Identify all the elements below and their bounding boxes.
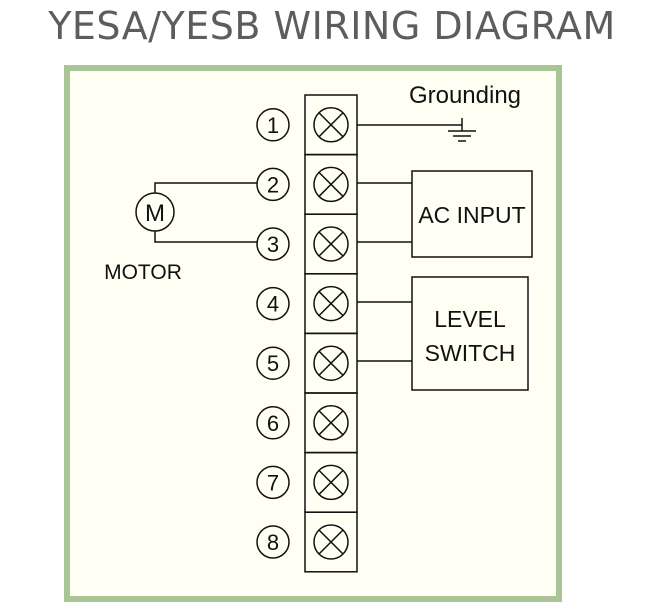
motor-wire-3: [154, 231, 257, 243]
screw-icon: [313, 524, 349, 560]
terminal-number: 4: [267, 292, 279, 317]
screw-icon: [313, 166, 349, 203]
screw-icon: [313, 464, 349, 501]
terminal-block: [304, 511, 358, 573]
screw-icon: [313, 226, 349, 262]
level-switch-label-line2: SWITCH: [425, 340, 516, 366]
terminal-number: 6: [267, 411, 279, 436]
terminal-number-circle: [256, 286, 290, 321]
grounding-label: Grounding: [409, 82, 521, 109]
ac-input-box: [411, 170, 533, 258]
level-switch-box: [411, 276, 529, 391]
ground-icon: [448, 118, 476, 142]
terminal-number: 2: [267, 172, 279, 197]
terminal-number-circle: [256, 465, 290, 500]
terminal-number: 1: [267, 113, 279, 138]
ac-input-label: AC INPUT: [418, 202, 525, 228]
motor-label: MOTOR: [104, 261, 182, 284]
terminal-number: 8: [267, 530, 279, 555]
diagram-title: YESA/YESB WIRING DIAGRAM: [48, 4, 616, 48]
terminal-1: 1: [256, 94, 358, 156]
motor-wire-2: [154, 182, 257, 193]
terminal-8: 8: [256, 511, 358, 573]
terminal-number-circle: [256, 167, 290, 202]
terminal-number-circle: [256, 227, 290, 261]
terminal-6: 6: [256, 392, 358, 454]
motor-symbol: M: [145, 200, 165, 227]
terminal-number-circle: [256, 525, 290, 559]
terminal-number: 5: [267, 351, 279, 376]
terminal-7: 7: [256, 451, 358, 513]
terminal-number: 3: [267, 232, 279, 257]
screw-icon: [313, 405, 349, 441]
screw-icon: [313, 285, 349, 322]
screw-icon: [313, 107, 349, 143]
terminal-number-circle: [256, 406, 290, 440]
terminal-2: 2: [256, 153, 358, 215]
level-switch-label-line1: LEVEL: [434, 306, 506, 332]
terminal-number: 7: [267, 470, 279, 495]
screw-icon: [313, 345, 349, 381]
terminal-number-circle: [256, 346, 290, 380]
terminal-3: 3: [256, 213, 358, 275]
terminal-strip: 1 2 3 4 5 6 7 8: [256, 94, 358, 573]
terminal-number-circle: [256, 108, 290, 142]
